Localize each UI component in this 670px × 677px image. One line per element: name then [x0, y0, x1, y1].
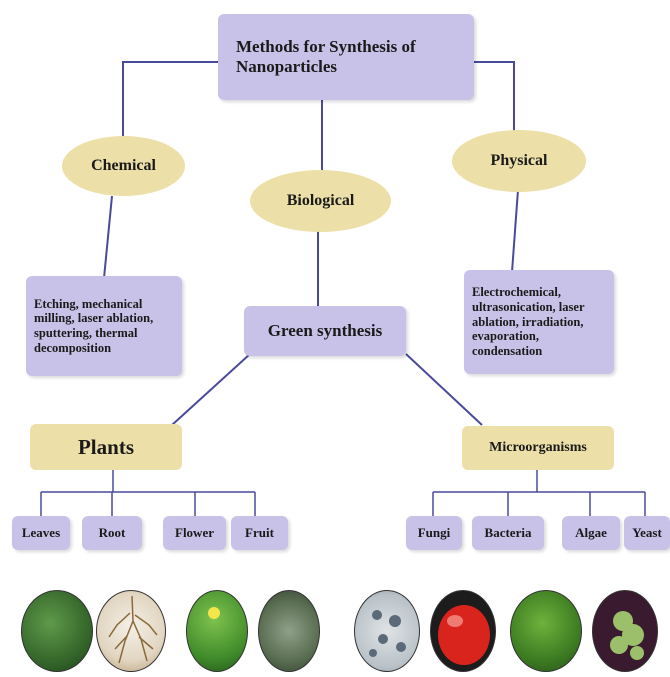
micro-item-bacteria: Bacteria: [472, 516, 544, 550]
physical-node: Physical: [452, 130, 586, 192]
micro-item-fungi: Fungi: [406, 516, 462, 550]
flower-photo: [186, 590, 248, 672]
physical-details-box: Electrochemical, ultrasonication, laser …: [464, 270, 614, 374]
leaves-photo: [21, 590, 93, 672]
plant-item-fruit: Fruit: [231, 516, 288, 550]
fungi-drawing: [355, 591, 420, 672]
micro-item-label: Bacteria: [485, 525, 532, 541]
plants-label: Plants: [78, 435, 134, 460]
biological-label: Biological: [287, 192, 355, 210]
plant-item-label: Flower: [175, 525, 214, 541]
green-synthesis-box: Green synthesis: [244, 306, 406, 356]
root-drawing: [97, 591, 166, 672]
green-synthesis-label: Green synthesis: [268, 321, 382, 341]
bacteria-drawing: [431, 591, 496, 672]
yeast-photo: [592, 590, 658, 672]
micro-item-label: Algae: [575, 525, 607, 541]
chemical-details: Etching, mechanical milling, laser ablat…: [34, 297, 174, 356]
plant-item-leaves: Leaves: [12, 516, 70, 550]
fungi-photo: [354, 590, 420, 672]
bacteria-photo: [430, 590, 496, 672]
micro-item-algae: Algae: [562, 516, 620, 550]
microorganisms-box: Microorganisms: [462, 426, 614, 470]
algae-photo: [510, 590, 582, 672]
micro-item-label: Fungi: [418, 525, 451, 541]
physical-label: Physical: [491, 152, 548, 170]
microorganisms-label: Microorganisms: [489, 440, 587, 456]
chemical-details-box: Etching, mechanical milling, laser ablat…: [26, 276, 182, 376]
plant-item-flower: Flower: [163, 516, 226, 550]
root-label: Methods for Synthesis of Nanoparticles: [236, 37, 466, 77]
chemical-label: Chemical: [91, 157, 156, 175]
chemical-node: Chemical: [62, 136, 185, 196]
micro-item-label: Yeast: [632, 525, 662, 541]
yeast-drawing: [593, 591, 658, 672]
root-box: Methods for Synthesis of Nanoparticles: [218, 14, 474, 100]
physical-details: Electrochemical, ultrasonication, laser …: [472, 285, 606, 359]
root-photo: [96, 590, 166, 672]
plant-item-label: Leaves: [22, 525, 60, 541]
plant-item-label: Fruit: [245, 525, 274, 541]
biological-node: Biological: [250, 170, 391, 232]
plant-item-label: Root: [99, 525, 126, 541]
plant-item-root: Root: [82, 516, 142, 550]
flower-drawing: [187, 591, 248, 672]
plants-box: Plants: [30, 424, 182, 470]
fruit-photo: [258, 590, 320, 672]
micro-item-yeast: Yeast: [624, 516, 670, 550]
